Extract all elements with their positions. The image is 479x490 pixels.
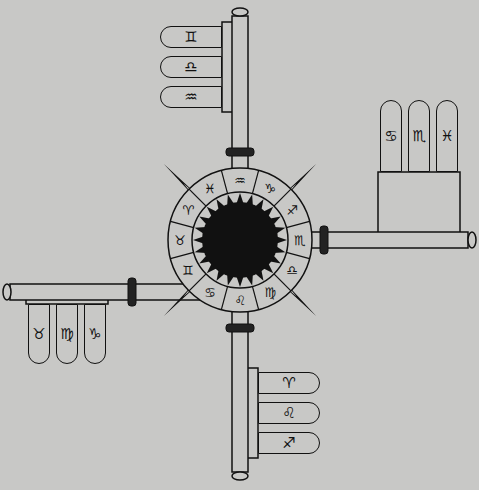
finger-box: ♌	[258, 402, 320, 424]
ring-divider	[252, 286, 258, 309]
ring-sign: ♈	[182, 204, 194, 217]
sun-disc	[202, 202, 278, 278]
finger-box: ♑	[84, 304, 106, 364]
left-tube	[10, 284, 200, 300]
ring-divider	[170, 252, 193, 258]
finger-box: ♋	[380, 100, 402, 172]
ring-sign: ♎	[286, 264, 298, 277]
finger-box: ♊	[160, 26, 222, 48]
zodiac-sign: ♎	[184, 60, 197, 75]
finger-box: ♈	[258, 372, 320, 394]
tube-collar	[226, 148, 254, 156]
zodiac-sign: ♋	[384, 129, 397, 144]
zodiac-sign: ♑	[88, 327, 101, 342]
outer-ring	[168, 168, 312, 312]
tube-knob	[3, 284, 11, 300]
ring-sign: ♊	[182, 264, 194, 277]
zodiac-sign: ♉	[32, 327, 45, 342]
zodiac-sign: ♊	[184, 30, 197, 45]
ring-divider	[221, 170, 227, 193]
ring-sign: ♍	[264, 285, 276, 298]
bottom-hand-palm	[248, 368, 258, 458]
ring-divider	[286, 221, 309, 227]
finger-box: ♍	[56, 304, 78, 364]
ring-sign: ♉	[174, 234, 186, 247]
ring-sign: ♐	[286, 204, 298, 217]
ring-divider	[170, 221, 193, 227]
tube-collar	[128, 278, 136, 306]
tube-collar	[226, 324, 254, 332]
ring-sign: ♌	[234, 294, 246, 307]
zodiac-sign: ♒	[184, 90, 197, 105]
tube-knob	[468, 232, 476, 248]
finger-box: ♎	[160, 56, 222, 78]
zodiac-sign: ♌	[282, 406, 295, 421]
tube-collar	[320, 226, 328, 254]
finger-box: ♏	[408, 100, 430, 172]
ring-sign: ♏	[294, 234, 306, 247]
finger-box: ♐	[258, 432, 320, 454]
ring-sign: ♒	[234, 174, 246, 187]
ring-sign: ♋	[204, 285, 216, 298]
finger-box: ♓	[436, 100, 458, 172]
zodiac-sign: ♐	[282, 436, 295, 451]
zodiac-sign: ♏	[412, 129, 425, 144]
zodiac-sign: ♍	[60, 327, 73, 342]
tube-knob	[232, 472, 248, 480]
tube-knob	[232, 8, 248, 16]
zodiac-sign: ♓	[440, 129, 453, 144]
ring-divider	[221, 286, 227, 309]
ring-divider	[252, 170, 258, 193]
ring-divider	[286, 252, 309, 258]
ring-sign: ♑	[264, 182, 276, 195]
inner-ring	[192, 192, 288, 288]
finger-box: ♒	[160, 86, 222, 108]
top-hand-palm	[222, 22, 232, 112]
right-tube	[304, 232, 468, 248]
finger-box: ♉	[28, 304, 50, 364]
zodiac-sign: ♈	[282, 376, 295, 391]
ring-sign: ♓	[204, 182, 216, 195]
right-hand-palm	[378, 172, 460, 232]
